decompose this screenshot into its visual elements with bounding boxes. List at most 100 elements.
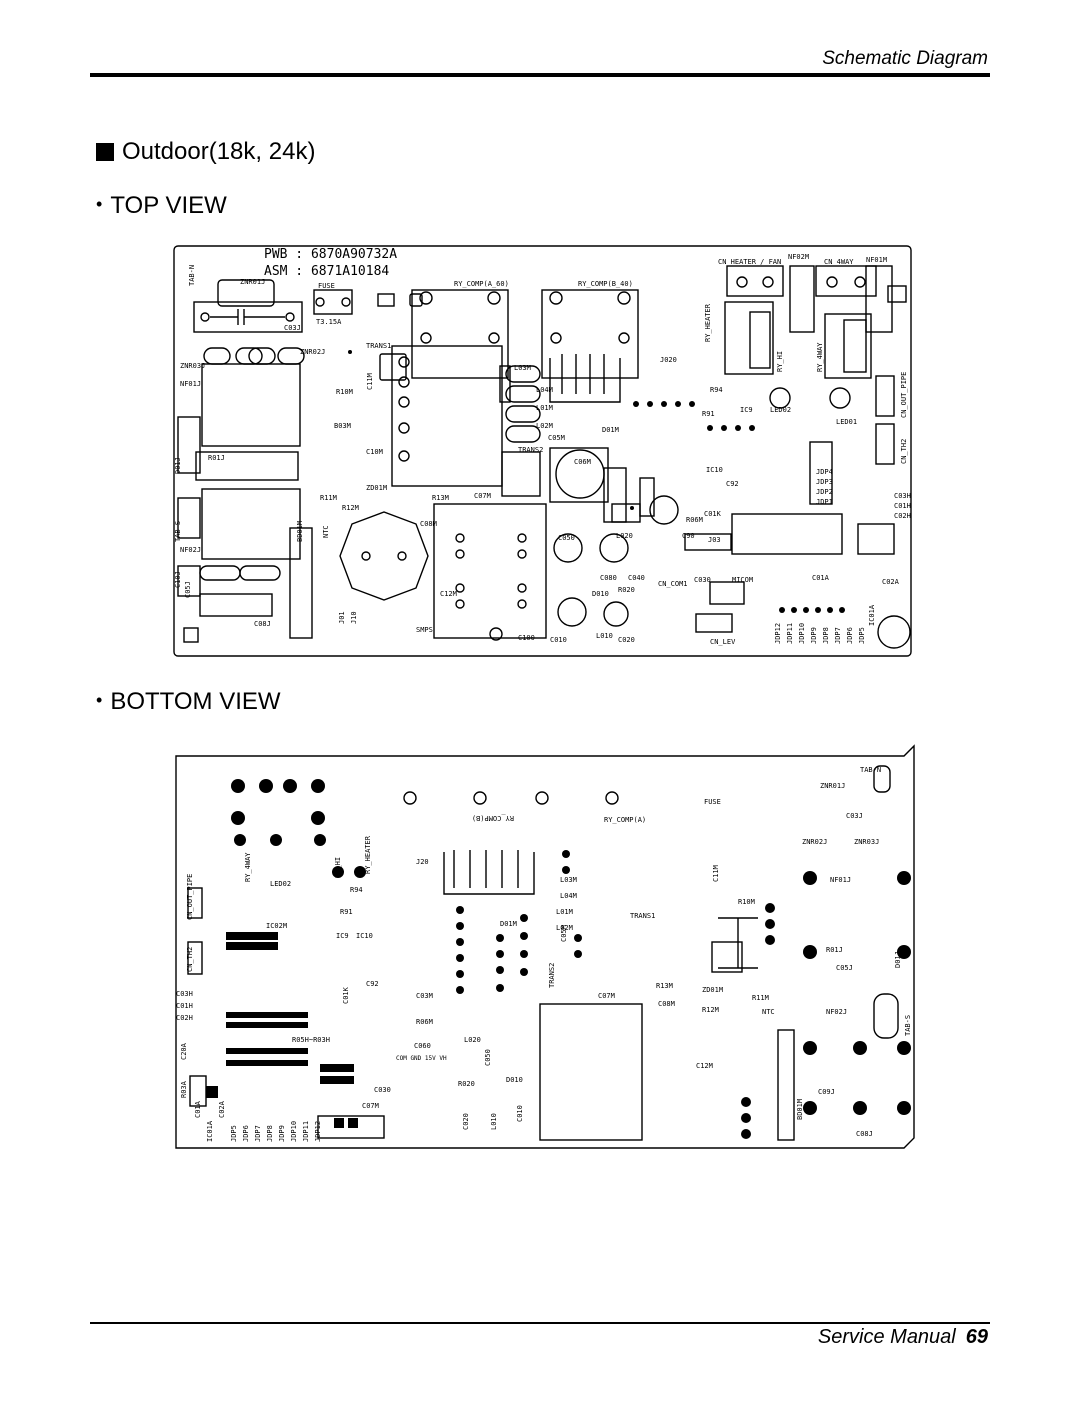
label-ic9: IC9 bbox=[740, 406, 753, 414]
label-jdp5: JDP5 bbox=[858, 627, 866, 644]
bl-c01a: C01A bbox=[194, 1100, 202, 1118]
label-d01m: D01M bbox=[602, 426, 619, 434]
label-c90: C90 bbox=[682, 532, 695, 540]
label-c05j: C05J bbox=[184, 581, 192, 598]
bl-znr01j: ZNR01J bbox=[820, 782, 845, 790]
label-l03m: L03M bbox=[514, 364, 531, 372]
bl-r91: R91 bbox=[340, 908, 353, 916]
label-c040: C040 bbox=[628, 574, 645, 582]
label-ry-comp-b: RY_COMP(B_40) bbox=[578, 280, 633, 288]
label-fuse: FUSE bbox=[318, 282, 335, 290]
bottom-view-pcb-drawing: TAB-N ZNR01J FUSE C03J RY_COMP(A) RY_COM… bbox=[175, 744, 915, 1149]
bl-c060: C060 bbox=[414, 1042, 431, 1050]
label-c030: C030 bbox=[694, 576, 711, 584]
label-l04m: L04M bbox=[536, 386, 553, 394]
bl-c07m: C07M bbox=[598, 992, 615, 1000]
bl-cn-th2: CN_TH2 bbox=[186, 947, 194, 972]
label-znr03j: ZNR03J bbox=[180, 362, 205, 370]
label-d010: D010 bbox=[592, 590, 609, 598]
bl-zd01m: ZD01M bbox=[702, 986, 723, 994]
bl-c09j: C09J bbox=[818, 1088, 835, 1096]
label-j020: J020 bbox=[660, 356, 677, 364]
label-bd01m: BD01M bbox=[296, 521, 304, 542]
bl-r03a: R03A bbox=[180, 1080, 188, 1098]
label-jdp2: JDP2 bbox=[816, 488, 833, 496]
label-jdp3: JDP3 bbox=[816, 478, 833, 486]
bl-jdp12: JDP12 bbox=[314, 1121, 322, 1142]
bl-l03m: L03M bbox=[560, 876, 577, 884]
bl-tab-n: TAB-N bbox=[860, 766, 881, 774]
label-c05m: C05M bbox=[548, 434, 565, 442]
label-jdp1: JDP1 bbox=[816, 498, 833, 506]
top-view-heading: •TOP VIEW bbox=[96, 192, 227, 220]
bl-tab-s: TAB-S bbox=[904, 1015, 912, 1036]
bl-cn-out-pipe: CN_OUT_PIPE bbox=[186, 874, 194, 920]
label-znr02j: ZNR02J bbox=[300, 348, 325, 356]
bl-jdp10: JDP10 bbox=[290, 1121, 298, 1142]
bl-nf01j: NF01J bbox=[830, 876, 851, 884]
label-nf02j: NF02J bbox=[180, 546, 201, 554]
bottom-view-heading-text: BOTTOM VIEW bbox=[110, 688, 281, 715]
label-tab-n: TAB-N bbox=[188, 265, 196, 286]
label-cn-heater-fan: CN_HEATER / FAN bbox=[718, 258, 781, 266]
bl-r12m: R12M bbox=[702, 1006, 719, 1014]
bl-c03m: C03M bbox=[416, 992, 433, 1000]
label-r01j: R01J bbox=[208, 454, 225, 462]
bullet-dot-icon: • bbox=[96, 690, 103, 710]
bl-l02m: L02M bbox=[556, 924, 573, 932]
label-r11m: R11M bbox=[320, 494, 337, 502]
label-cn-lev: CN_LEV bbox=[710, 638, 736, 646]
label-nf01m: NF01M bbox=[866, 256, 887, 264]
label-led01: LED01 bbox=[836, 418, 857, 426]
bl-c03j: C03J bbox=[846, 812, 863, 820]
label-micom: MICOM bbox=[732, 576, 753, 584]
label-c100: C100 bbox=[518, 634, 535, 642]
bl-c02a: C02A bbox=[218, 1100, 226, 1118]
label-ry-comp-a: RY_COMP(A_60) bbox=[454, 280, 509, 288]
bl-c20a: C20A bbox=[180, 1042, 188, 1060]
bl-r06m: R06M bbox=[416, 1018, 433, 1026]
label-c01h: C01H bbox=[894, 502, 911, 510]
label-r10m: R10M bbox=[336, 388, 353, 396]
label-led02: LED02 bbox=[770, 406, 791, 414]
label-c12m: C12M bbox=[440, 590, 457, 598]
footer-page-number: 69 bbox=[965, 1326, 988, 1348]
label-r06m: R06M bbox=[686, 516, 703, 524]
label-c080: C080 bbox=[600, 574, 617, 582]
bullet-dot-icon: • bbox=[96, 194, 103, 214]
label-j03: J03 bbox=[708, 536, 721, 544]
bl-d01m: D01M bbox=[500, 920, 517, 928]
label-tab-s: TAB-S bbox=[174, 521, 182, 542]
label-l01m: L01M bbox=[536, 404, 553, 412]
bl-znr03j: ZNR03J bbox=[854, 838, 879, 846]
label-c07m: C07M bbox=[474, 492, 491, 500]
label-ntc: NTC bbox=[322, 525, 330, 538]
label-c050: C050 bbox=[558, 534, 575, 542]
bl-trans1: TRANS1 bbox=[630, 912, 655, 920]
bl-ry-4way: RY_4WAY bbox=[244, 852, 252, 882]
bl-c01h: C01H bbox=[176, 1002, 193, 1010]
label-l010: L010 bbox=[596, 632, 613, 640]
bl-ic10: IC10 bbox=[356, 932, 373, 940]
bl-j20: J20 bbox=[416, 858, 429, 866]
bl-c07m-lower: C07M bbox=[362, 1102, 379, 1110]
bl-ntc: NTC bbox=[762, 1008, 775, 1016]
bl-c03h: C03H bbox=[176, 990, 193, 998]
label-jdp10: JDP10 bbox=[798, 623, 806, 644]
label-c01k: C01K bbox=[704, 510, 722, 518]
label-c020: C020 bbox=[618, 636, 635, 644]
label-ry-hi: RY_HI bbox=[776, 351, 784, 372]
bl-znr02j: ZNR02J bbox=[802, 838, 827, 846]
bl-l01m: L01M bbox=[556, 908, 573, 916]
bl-c08m: C08M bbox=[658, 1000, 675, 1008]
bl-bd01m: BD01M bbox=[796, 1099, 804, 1120]
label-jdp12: JDP12 bbox=[774, 623, 782, 644]
label-c92: C92 bbox=[726, 480, 739, 488]
bl-ic02m: IC02M bbox=[266, 922, 287, 930]
bl-r05h-r03h: R05H~R03H bbox=[292, 1036, 330, 1044]
label-l020: L020 bbox=[616, 532, 633, 540]
footer-manual-title: Service Manual bbox=[817, 1326, 956, 1348]
label-r020: R020 bbox=[618, 586, 635, 594]
bl-ry-hi: RY_HI bbox=[334, 857, 342, 878]
bl-l04m: L04M bbox=[560, 892, 577, 900]
